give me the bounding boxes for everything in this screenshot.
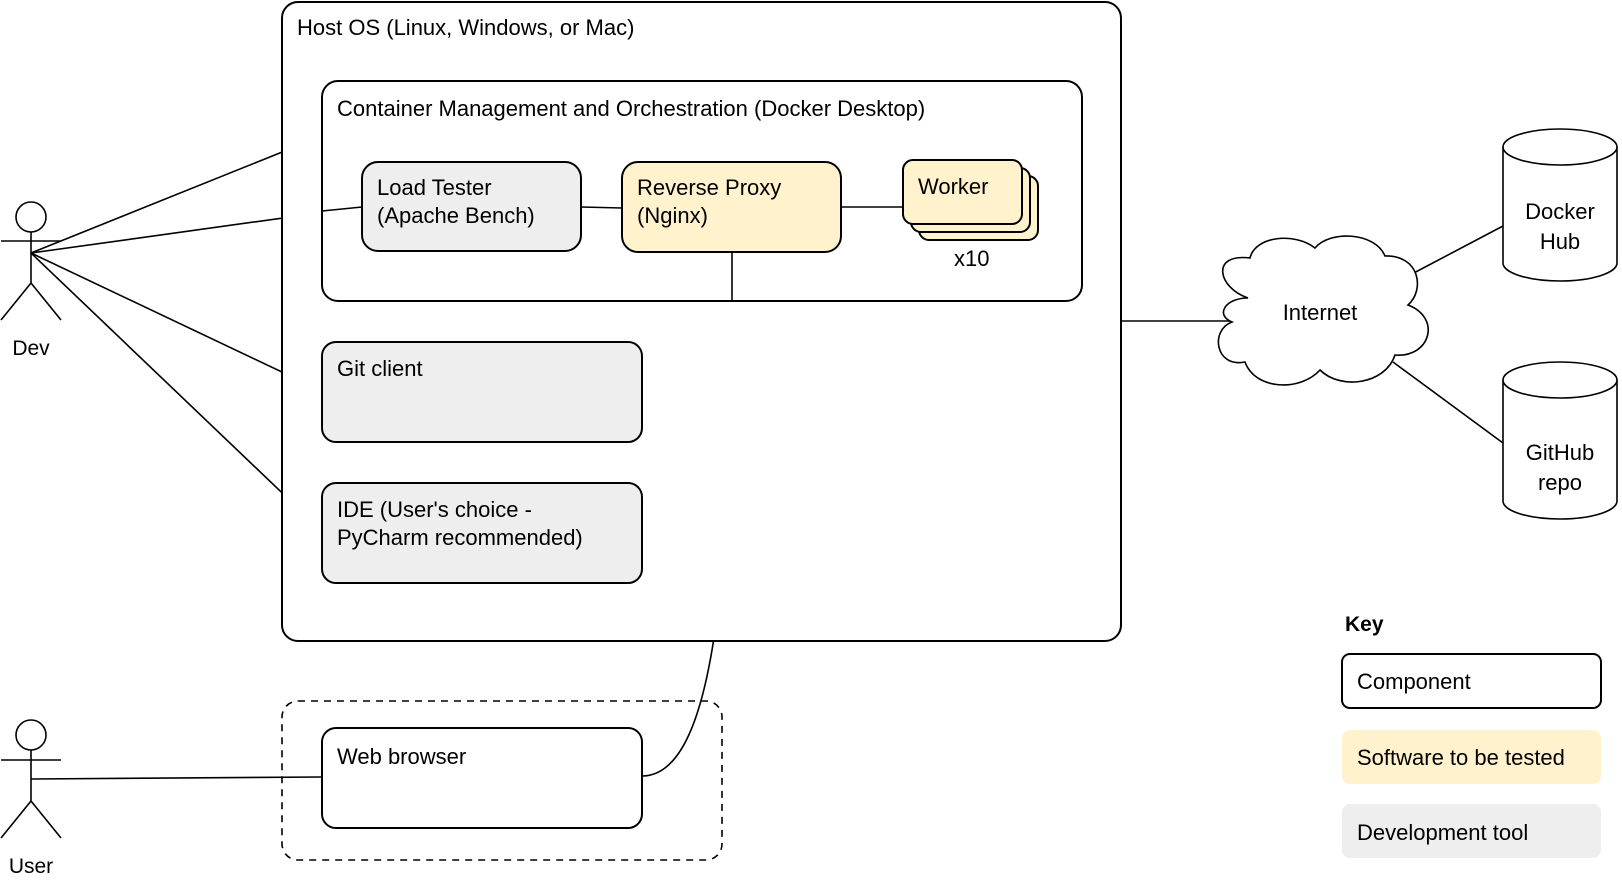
docker-hub-line1: Docker: [1525, 199, 1595, 224]
legend-devtool: Development tool: [1342, 804, 1601, 858]
worker-label: Worker: [918, 174, 989, 199]
user-actor: [0, 719, 62, 839]
dev-to-ide-line: [30, 252, 323, 532]
ide-line2: PyCharm recommended): [337, 525, 583, 550]
internet-cloud: Internet: [1217, 235, 1429, 386]
container-management-label: Container Management and Orchestration (…: [337, 96, 925, 121]
user-actor-label: User: [9, 855, 53, 878]
reverse-proxy-line1: Reverse Proxy: [637, 175, 781, 200]
load-tester-line2: (Apache Bench): [377, 203, 535, 228]
reverse-proxy-node: Reverse Proxy (Nginx): [621, 161, 842, 253]
legend: Key Component Software to be tested Deve…: [1341, 613, 1602, 858]
dev-to-container-line: [30, 135, 323, 254]
load-tester-to-proxy-inner-line: [580, 206, 623, 209]
ide-line1: IDE (User's choice -: [337, 497, 532, 522]
legend-title: Key: [1345, 613, 1384, 636]
load-tester-line1: Load Tester: [377, 175, 492, 200]
internet-label: Internet: [1283, 300, 1358, 325]
github-repo-db: GitHub repo: [1502, 361, 1618, 520]
git-client-label: Git client: [337, 356, 423, 381]
legend-devtool-label: Development tool: [1357, 820, 1528, 845]
legend-software-label: Software to be tested: [1357, 745, 1565, 770]
dev-to-load-tester-inner-line: [321, 206, 363, 212]
user-actor-head: [15, 719, 47, 751]
worker-stack-front: [902, 159, 1023, 225]
dev-to-git-line: [30, 252, 323, 392]
worker-count: x10: [954, 246, 989, 271]
internet-to-dockerhub-line: [1409, 225, 1504, 276]
internet-to-github-line: [1392, 361, 1504, 444]
inner-connectors: [321, 206, 903, 301]
ide-node: IDE (User's choice - PyCharm recommended…: [321, 482, 643, 584]
browser-group-box: [281, 700, 723, 861]
github-line2: repo: [1538, 470, 1582, 495]
docker-hub-db: Docker Hub: [1502, 128, 1618, 282]
user-to-browser-line: [30, 776, 323, 780]
legend-software: Software to be tested: [1342, 730, 1601, 784]
web-browser-node: Web browser: [321, 727, 643, 829]
git-client-node: Git client: [321, 341, 643, 443]
dev-actor-head: [15, 201, 47, 233]
reverse-proxy-line2: (Nginx): [637, 203, 708, 228]
dev-actor-label: Dev: [12, 337, 50, 360]
host-os-label: Host OS (Linux, Windows, or Mac): [297, 15, 634, 40]
worker-stack: Worker x10: [902, 159, 1039, 271]
github-line1: GitHub: [1526, 440, 1594, 465]
cloud-icon: [1217, 235, 1429, 386]
legend-component: Component: [1341, 653, 1602, 709]
dev-actor: [0, 201, 62, 321]
docker-hub-line2: Hub: [1540, 229, 1580, 254]
load-tester-node: Load Tester (Apache Bench): [361, 161, 582, 252]
web-browser-label: Web browser: [337, 744, 466, 769]
legend-component-label: Component: [1357, 669, 1471, 694]
